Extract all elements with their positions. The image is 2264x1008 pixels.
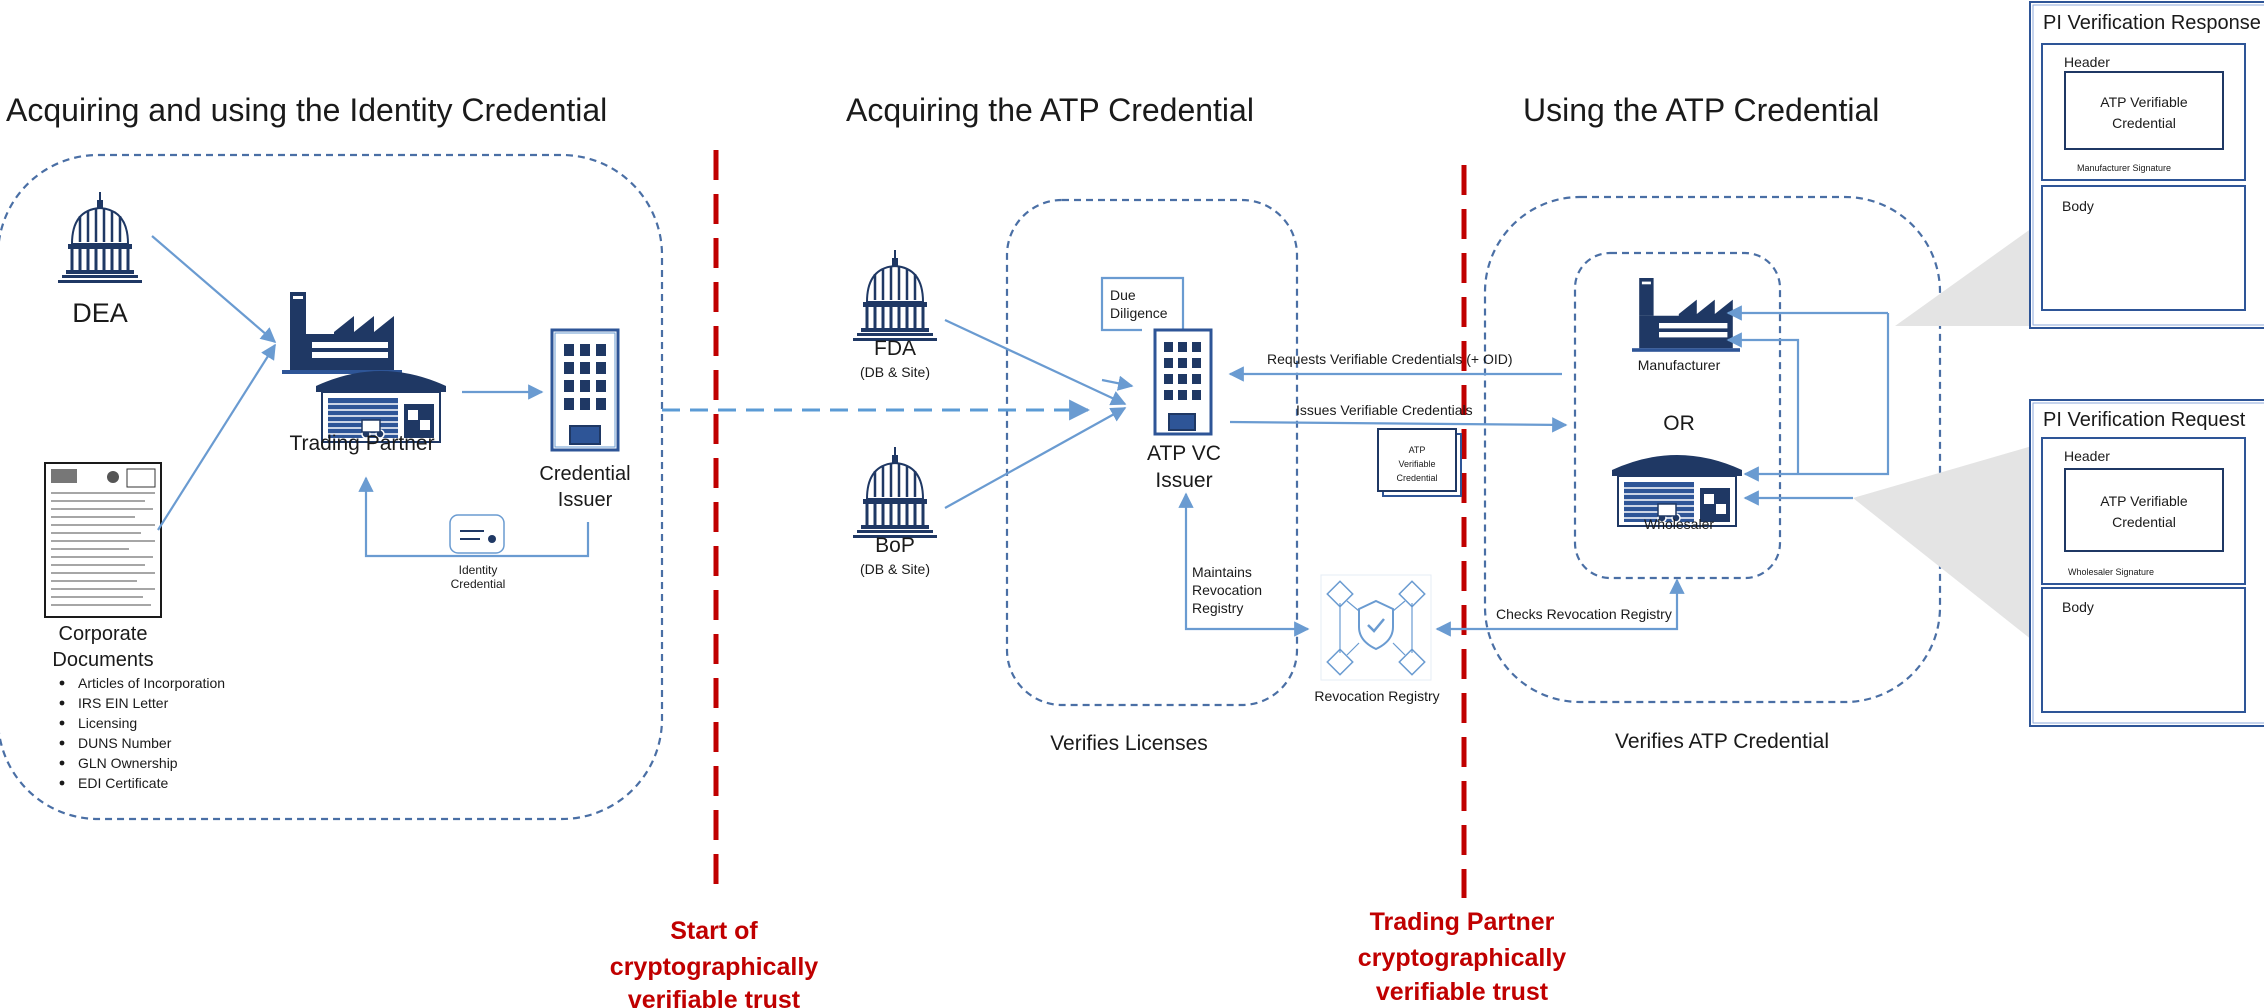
- trust-start-line1: Start of: [670, 917, 758, 945]
- identity-credential-line2: Credential: [451, 577, 506, 591]
- credential-issuer-line2: Issuer: [558, 489, 613, 511]
- section-title-use-atp: Using the ATP Credential: [1523, 92, 1879, 128]
- or-label: OR: [1663, 412, 1695, 435]
- atp-vc-issuer-line1: ATP VC: [1147, 442, 1221, 465]
- bop-sub-label: (DB & Site): [860, 561, 930, 577]
- atp-vc-doc-line1: ATP: [1409, 445, 1426, 455]
- fda-to-issuer-arrow: [944, 319, 1127, 406]
- revocation-registry-icon: [1320, 574, 1432, 681]
- manufacturer-factory-icon: [1632, 278, 1740, 352]
- trust-tp-line1: Trading Partner: [1370, 908, 1555, 936]
- trust-start-line2: cryptographically: [610, 953, 818, 981]
- acquire-container: [1005, 198, 1299, 707]
- document-list-item: Articles of Incorporation: [78, 675, 225, 691]
- document-bullet: [59, 760, 65, 766]
- manufacturer-label: Manufacturer: [1638, 357, 1721, 373]
- trust-tp-line2: cryptographically: [1358, 944, 1566, 972]
- fda-capitol-icon: [851, 248, 939, 343]
- trading-partner-factory-icon: [282, 292, 402, 374]
- document-list-item: DUNS Number: [78, 735, 172, 751]
- revocation-registry-label: Revocation Registry: [1314, 688, 1439, 704]
- trust-start-line3: verifiable trust: [628, 986, 801, 1008]
- response-title: PI Verification Response: [2043, 12, 2261, 34]
- corporate-label-line1: Corporate: [59, 623, 148, 645]
- document-bullet: [59, 720, 65, 726]
- response-vc-line1: ATP Verifiable: [2100, 94, 2188, 110]
- docs-to-trading-partner-arrow: [157, 343, 276, 531]
- document-list-item: GLN Ownership: [78, 755, 178, 771]
- due-diligence-line2: Diligence: [1110, 305, 1168, 321]
- verifies-licenses-label: Verifies Licenses: [1050, 732, 1208, 755]
- fda-sub-label: (DB & Site): [860, 364, 930, 380]
- identity-container: [0, 153, 664, 821]
- document-bullet: [59, 740, 65, 746]
- use-container: [1483, 195, 1942, 704]
- document-bullet: [59, 680, 65, 686]
- response-body-label: Body: [2062, 198, 2094, 214]
- response-vc-line2: Credential: [2112, 115, 2176, 131]
- wholesaler-label: Wholesaler: [1644, 516, 1714, 532]
- document-bullet: [59, 780, 65, 786]
- request-title: PI Verification Request: [2043, 409, 2246, 431]
- wholesaler-to-manufacturer-arrow: [1726, 332, 1800, 474]
- document-list-item: EDI Certificate: [78, 775, 168, 791]
- response-to-wholesaler-arrow: [1743, 313, 1890, 482]
- section-title-identity: Acquiring and using the Identity Credent…: [6, 92, 607, 128]
- dea-to-trading-partner-arrow: [151, 235, 277, 344]
- issues-vc-arrow: [1229, 417, 1568, 433]
- document-bullet: [59, 700, 65, 706]
- dea-label: DEA: [72, 298, 128, 328]
- request-callout-wedge: [1853, 446, 2032, 640]
- atp-vc-doc-line2: Verifiable: [1398, 459, 1435, 469]
- identity-credential-line1: Identity: [459, 563, 498, 577]
- request-header-label: Header: [2064, 448, 2110, 464]
- credential-issuer-building-icon: [550, 328, 620, 452]
- document-list-item: IRS EIN Letter: [78, 695, 169, 711]
- credential-issuer-line1: Credential: [539, 463, 630, 485]
- response-header-label: Header: [2064, 54, 2110, 70]
- fda-label: FDA: [874, 337, 916, 360]
- bop-capitol-icon: [851, 445, 939, 540]
- verifies-atp-label: Verifies ATP Credential: [1615, 730, 1829, 753]
- request-vc-line1: ATP Verifiable: [2100, 493, 2188, 509]
- trust-tp-line3: verifiable trust: [1376, 978, 1549, 1006]
- issuer-to-trading-partner-arrow: [358, 476, 590, 558]
- request-vc-line2: Credential: [2112, 514, 2176, 530]
- requests-vc-label: Requests Verifiable Credentials (+ OID): [1267, 351, 1513, 367]
- bop-to-issuer-arrow: [944, 407, 1127, 509]
- atp-vc-issuer-building-icon: [1153, 328, 1213, 436]
- maintains-line1: Maintains: [1192, 564, 1252, 580]
- atp-vc-issuer-line2: Issuer: [1155, 469, 1212, 492]
- checks-revocation-arrow: [1435, 578, 1685, 637]
- maintains-revocation-arrow: [1178, 492, 1310, 637]
- due-diligence-arrow: [1101, 375, 1134, 391]
- corporate-label-line2: Documents: [52, 649, 153, 671]
- request-body-label: Body: [2062, 599, 2094, 615]
- parties-container: [1573, 251, 1782, 580]
- section-title-acquire-atp: Acquiring the ATP Credential: [846, 92, 1254, 128]
- maintains-line3: Registry: [1192, 600, 1243, 616]
- due-diligence-line1: Due: [1110, 287, 1136, 303]
- dea-capitol-icon: [56, 190, 144, 285]
- pi-verification-request-panel: [2029, 399, 2264, 727]
- atp-vc-doc-line3: Credential: [1396, 473, 1437, 483]
- response-callout-wedge: [1895, 228, 2032, 326]
- issues-vc-label: Issues Verifiable Credentials: [1296, 402, 1473, 418]
- pi-verification-response-panel: [2029, 1, 2264, 329]
- identity-credential-icon: [449, 514, 505, 554]
- document-list-item: Licensing: [78, 715, 137, 731]
- request-signature-label: Wholesaler Signature: [2068, 567, 2154, 577]
- trading-partner-label: Trading Partner: [289, 432, 434, 455]
- response-signature-label: Manufacturer Signature: [2077, 163, 2171, 173]
- due-diligence-loop: [1100, 276, 1185, 332]
- maintains-line2: Revocation: [1192, 582, 1262, 598]
- atp-vc-document: [1377, 428, 1462, 497]
- corporate-document-icon: [44, 462, 162, 618]
- checks-revocation-label: Checks Revocation Registry: [1496, 606, 1672, 622]
- bop-label: BoP: [875, 534, 915, 557]
